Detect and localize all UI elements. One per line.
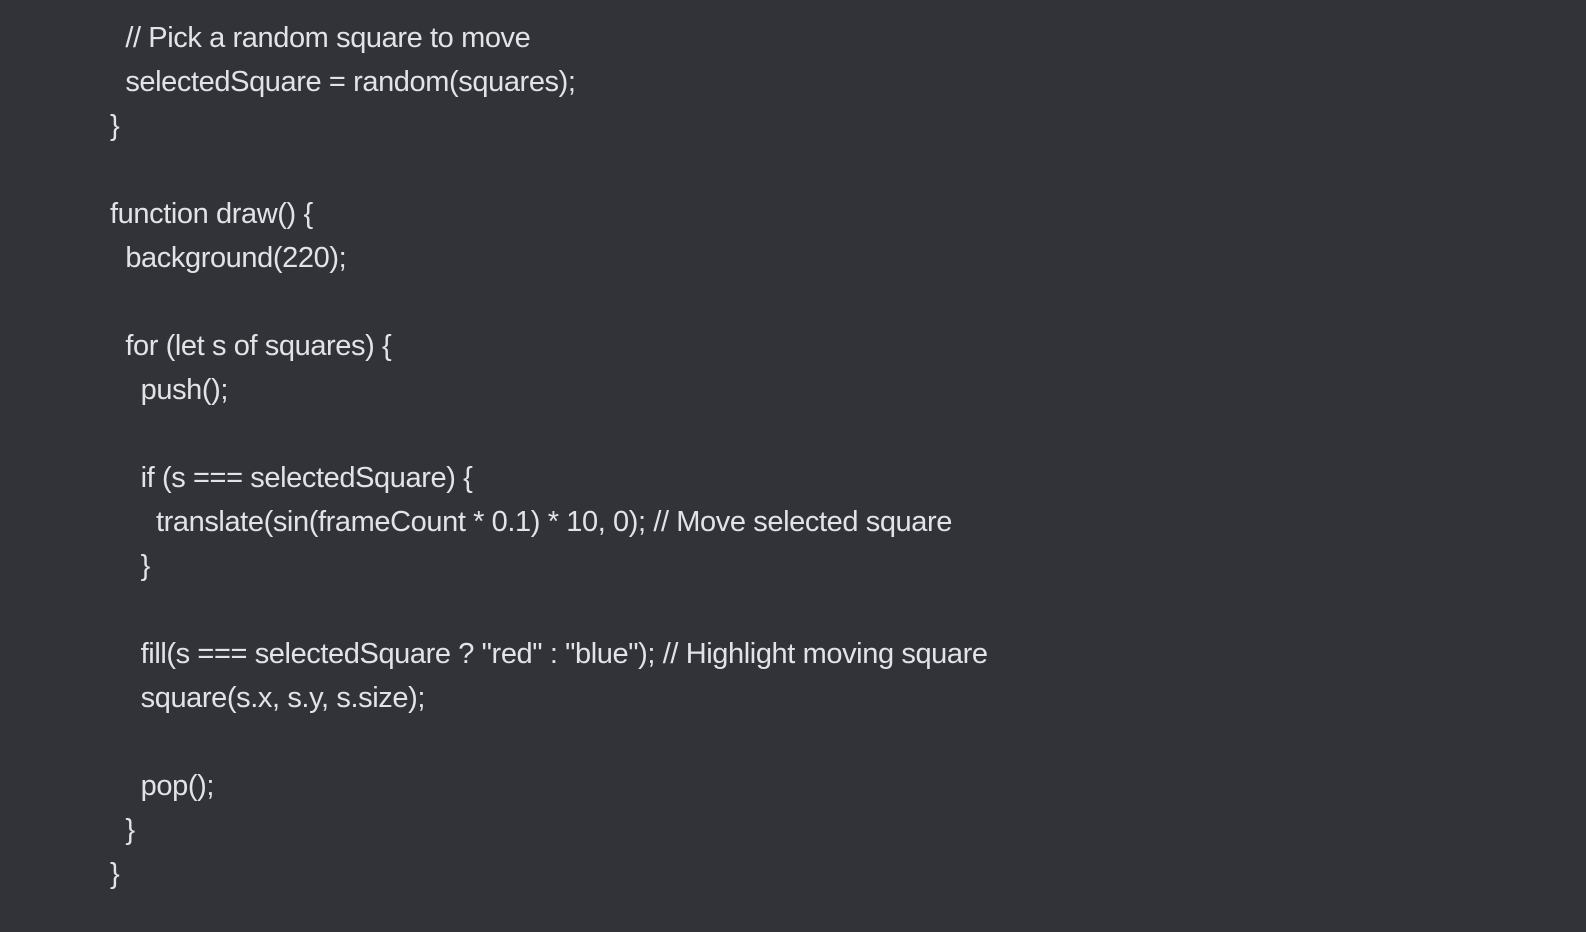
code-line: // Pick a random square to move <box>110 22 531 54</box>
code-line <box>110 148 1586 192</box>
code-line: fill(s === selectedSquare ? "red" : "blu… <box>110 638 988 670</box>
code-line: function draw() { <box>110 198 313 230</box>
code-line: } <box>110 110 120 142</box>
code-line: if (s === selectedSquare) { <box>110 462 473 494</box>
code-line <box>110 720 1586 764</box>
code-line: } <box>110 550 151 582</box>
code-line <box>110 588 1586 632</box>
code-line: square(s.x, s.y, s.size); <box>110 682 426 714</box>
code-line: translate(sin(frameCount * 0.1) * 10, 0)… <box>110 506 952 538</box>
code-line <box>110 280 1586 324</box>
code-line: } <box>110 858 120 890</box>
code-line: } <box>110 814 135 846</box>
code-line: for (let s of squares) { <box>110 330 392 362</box>
code-line: selectedSquare = random(squares); <box>110 66 576 98</box>
code-line: background(220); <box>110 242 347 274</box>
code-line <box>110 412 1586 456</box>
code-line: push(); <box>110 374 229 406</box>
code-line: pop(); <box>110 770 215 802</box>
